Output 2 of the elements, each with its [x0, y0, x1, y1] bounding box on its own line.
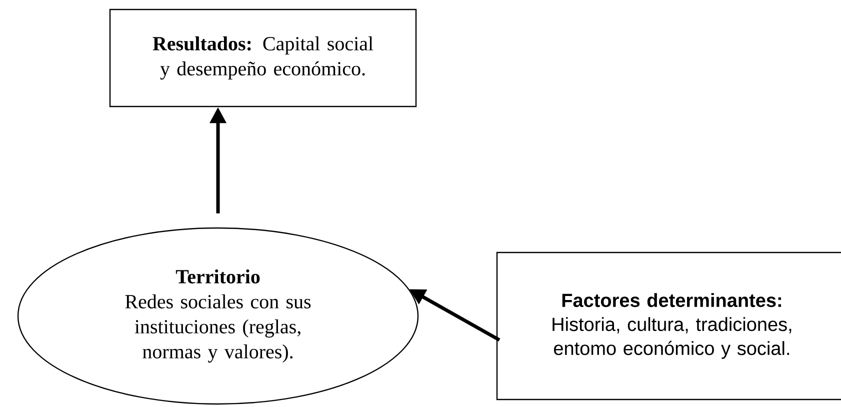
factors-box: Factores determinantes: Historia, cultura, tradiciones, entomo económico y social. — [496, 252, 841, 400]
result-box: Resultados: Capital social y desempeño económico. — [109, 8, 417, 108]
